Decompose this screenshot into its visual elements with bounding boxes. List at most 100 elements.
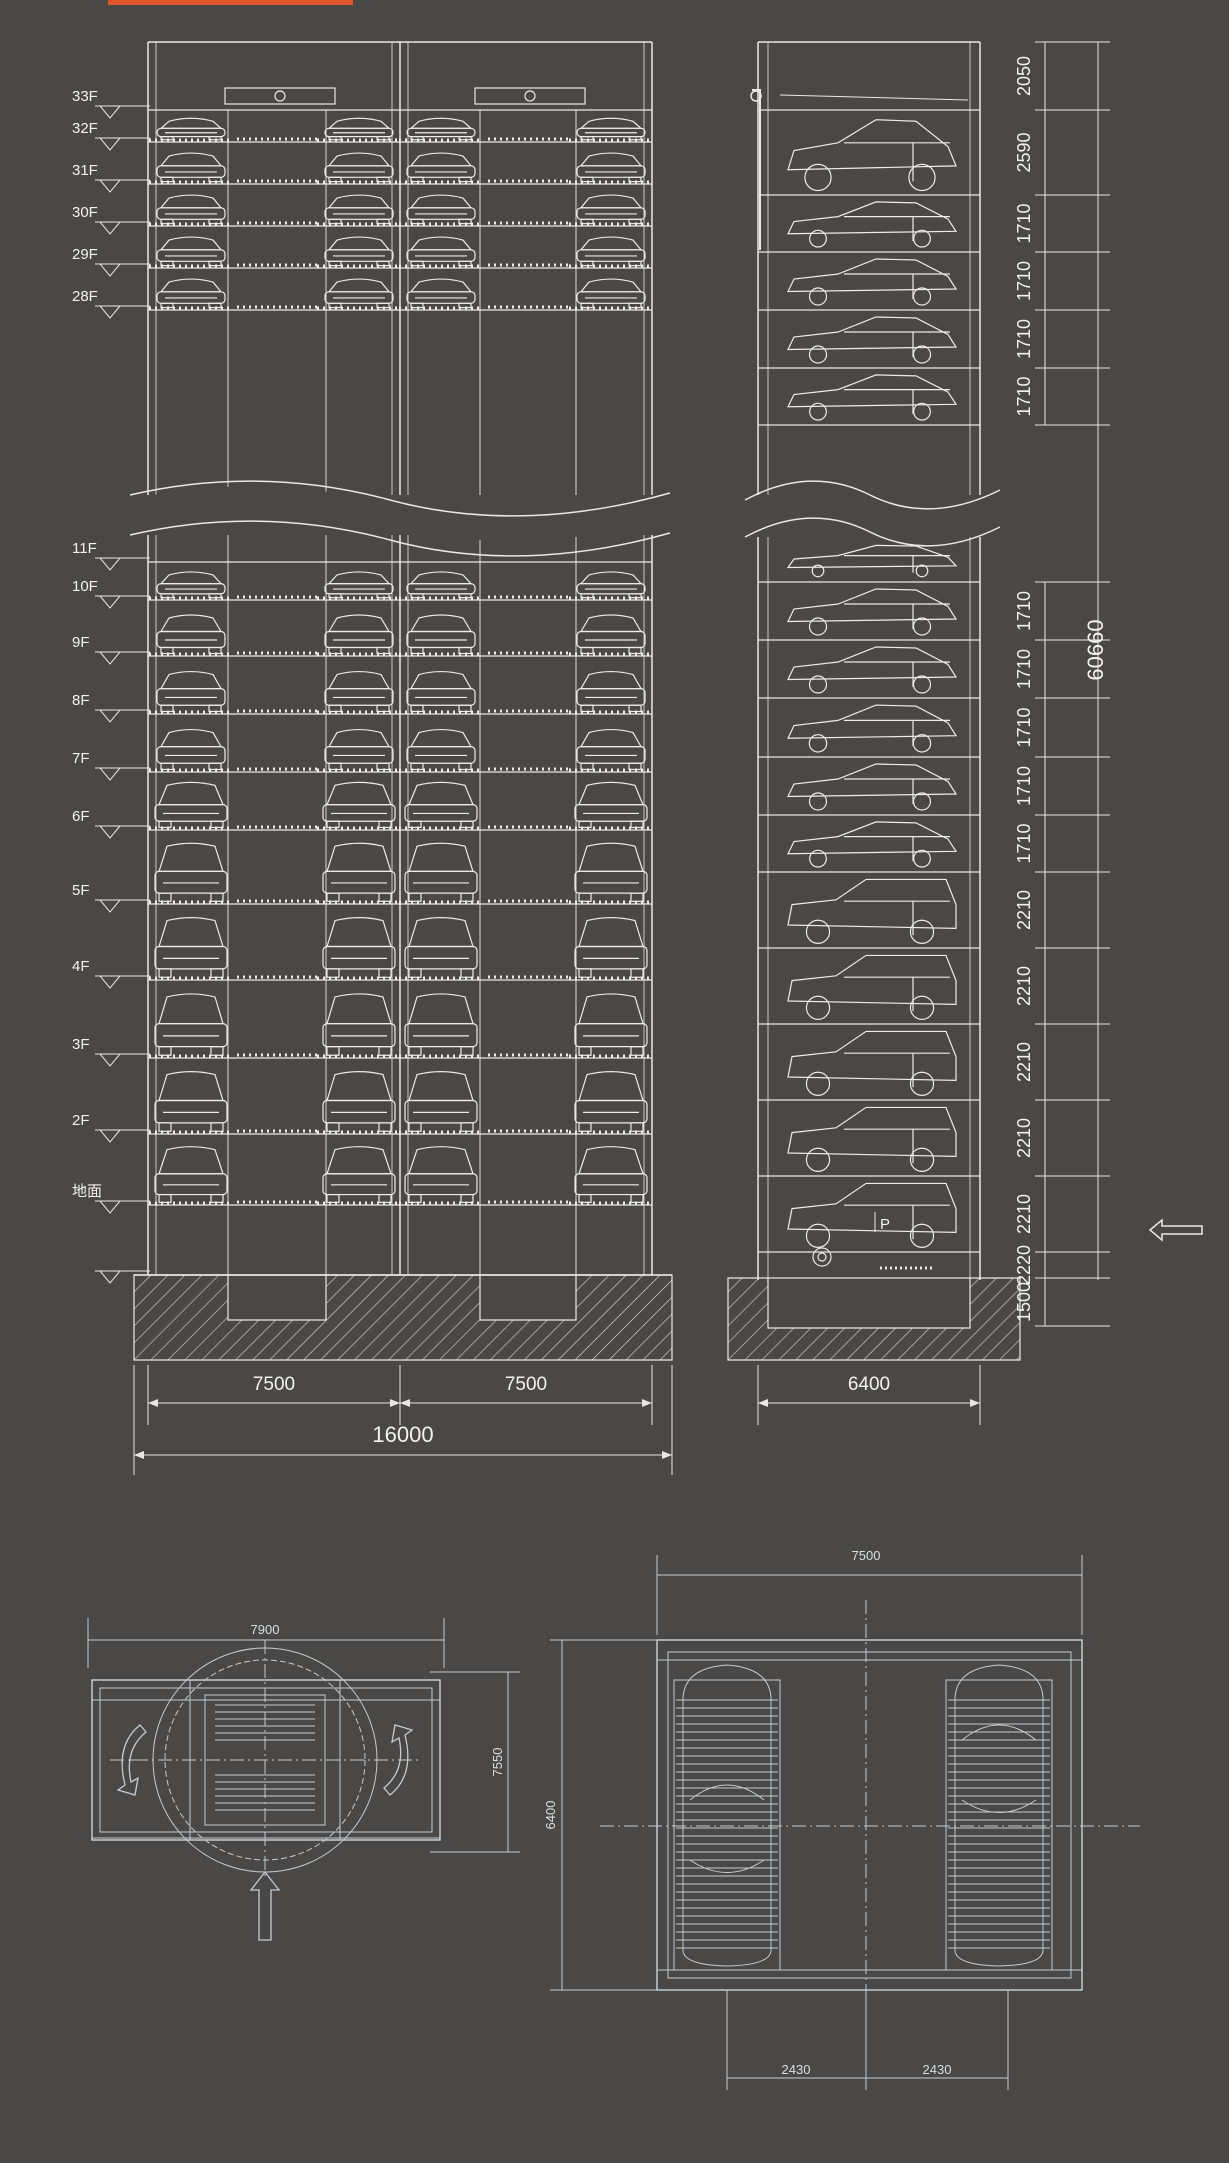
entrance-arrow-icon	[1148, 1218, 1203, 1242]
car-front-icon	[576, 236, 646, 267]
parking-width-dim: 7500	[852, 1548, 881, 1563]
entrance-p-mark: P	[880, 1216, 890, 1233]
height-dim: 1710	[1014, 203, 1034, 243]
car-front-icon	[156, 670, 226, 713]
car-front-icon	[156, 152, 226, 183]
bay-dim-right: 2430	[923, 2062, 952, 2077]
height-dim: 2220	[1014, 1245, 1034, 1285]
entry-arrow-up-icon	[249, 1870, 281, 1941]
car-front-icon	[322, 917, 396, 978]
car-front-icon	[156, 236, 226, 267]
car-side-icon	[787, 588, 958, 636]
car-front-icon	[324, 236, 394, 267]
floor-label: 9F	[72, 634, 90, 651]
floor-label: 32F	[72, 120, 98, 137]
floor-label: 2F	[72, 1112, 90, 1129]
car-front-icon	[324, 194, 394, 225]
car-side-icon	[787, 374, 958, 421]
height-dim: 2210	[1014, 890, 1034, 930]
car-front-icon	[576, 728, 646, 771]
car-side-icon	[787, 821, 958, 868]
car-front-icon	[406, 117, 476, 141]
floor-label: 7F	[72, 750, 90, 767]
width-dim-right: 7500	[505, 1374, 547, 1395]
car-side-icon	[787, 646, 958, 694]
height-dim: 2050	[1014, 56, 1034, 96]
car-front-icon	[576, 571, 646, 599]
car-front-icon	[322, 993, 396, 1056]
floor-label: 28F	[72, 288, 98, 305]
height-dim: 1710	[1014, 823, 1034, 863]
car-front-icon	[154, 1146, 228, 1203]
car-front-icon	[406, 152, 476, 183]
floor-label: 4F	[72, 958, 90, 975]
car-front-icon	[322, 1071, 396, 1132]
car-front-icon	[576, 278, 646, 309]
floor-label: 6F	[72, 808, 90, 825]
height-dim: 1710	[1014, 707, 1034, 747]
car-front-icon	[576, 194, 646, 225]
car-front-icon	[324, 728, 394, 771]
turntable-width-dim: 7900	[251, 1622, 280, 1637]
car-side-icon	[787, 119, 957, 192]
turntable-plan: 7900 7550	[87, 1618, 520, 1941]
car-front-icon	[156, 614, 226, 655]
car-side-icon	[787, 258, 958, 306]
floor-label: 11F	[72, 540, 97, 557]
foundation-pit	[133, 1274, 673, 1361]
bay-dim-left: 2430	[782, 2062, 811, 2077]
car-front-icon	[156, 571, 226, 599]
car-front-icon	[404, 1146, 478, 1203]
car-front-icon	[406, 278, 476, 309]
car-front-icon	[406, 670, 476, 713]
car-side-icon	[787, 954, 957, 1020]
rotate-arrow-right-icon	[383, 1724, 414, 1796]
total-width-dim: 16000	[372, 1422, 433, 1447]
car-front-icon	[574, 1071, 648, 1132]
height-dim: 1710	[1014, 319, 1034, 359]
parking-plan: 7500 6400 2430 2430	[543, 1548, 1140, 2090]
car-side-icon	[787, 1182, 957, 1248]
height-dim: 1710	[1014, 261, 1034, 301]
width-dim-left: 7500	[253, 1374, 295, 1395]
car-front-icon	[574, 1146, 648, 1203]
car-side-icon	[787, 201, 958, 248]
floor-label: 地面	[72, 1183, 102, 1200]
car-front-icon	[406, 614, 476, 655]
car-front-icon	[324, 278, 394, 309]
car-front-icon	[324, 152, 394, 183]
car-side-icon	[787, 878, 957, 944]
height-dim: 2210	[1014, 1118, 1034, 1158]
height-dim: 1710	[1014, 591, 1034, 631]
car-front-icon	[322, 1146, 396, 1203]
car-front-icon	[324, 117, 394, 141]
floor-label: 10F	[72, 578, 98, 595]
parking-height-dim: 6400	[543, 1801, 558, 1830]
car-front-icon	[154, 993, 228, 1056]
side-section: P 6400 205025901710171017101710171017101…	[727, 41, 1203, 1425]
height-dim: 1710	[1014, 649, 1034, 689]
car-front-icon	[404, 781, 478, 829]
floor-label: 3F	[72, 1036, 90, 1053]
floor-label: 30F	[72, 204, 98, 221]
total-height-dim: 60660	[1083, 619, 1108, 680]
car-front-icon	[324, 571, 394, 599]
section-width-dim: 6400	[848, 1374, 890, 1395]
floor-label: 8F	[72, 692, 90, 709]
car-front-icon	[404, 993, 478, 1056]
height-dim: 1710	[1014, 376, 1034, 416]
accent-bar	[108, 0, 353, 5]
car-front-icon	[406, 236, 476, 267]
car-front-icon	[154, 1071, 228, 1132]
car-side-icon	[787, 704, 958, 753]
floor-label: 5F	[72, 882, 90, 899]
floor-label: 33F	[72, 88, 98, 105]
car-front-icon	[574, 842, 648, 902]
car-front-icon	[154, 842, 228, 902]
car-front-icon	[322, 842, 396, 902]
car-front-icon	[156, 194, 226, 225]
car-side-icon	[787, 1030, 957, 1096]
car-front-icon	[576, 117, 646, 141]
